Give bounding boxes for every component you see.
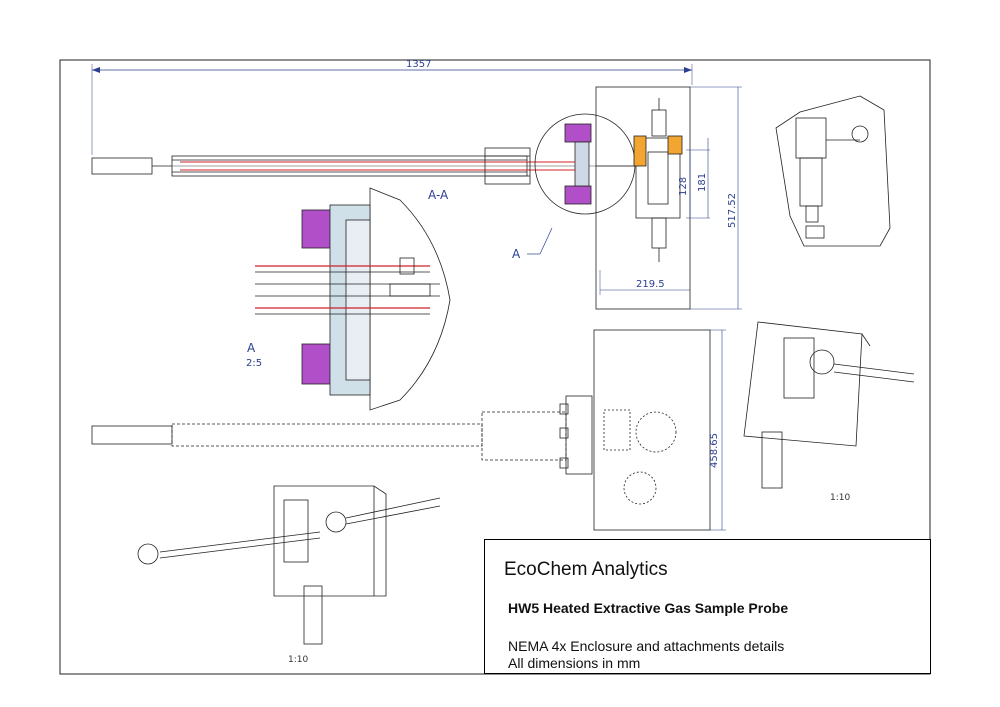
detail-callout-label: A (512, 247, 521, 261)
dim-219: 219.5 (636, 279, 665, 290)
front-view-middle (91, 329, 726, 531)
title-block: EcoChem Analytics HW5 Heated Extractive … (484, 539, 931, 674)
dim-458: 458.65 (709, 433, 720, 468)
top-view (91, 64, 742, 310)
isometric-view-bottom-left (137, 485, 441, 645)
scale-label-bottom: 1:10 (288, 655, 308, 665)
dim-128: 128 (678, 177, 689, 196)
isometric-view-right (743, 321, 915, 489)
dim-517: 517.52 (727, 193, 738, 228)
dim-overall-length: 1357 (406, 59, 431, 70)
detail-view-scale: 2:5 (246, 358, 262, 369)
section-label: A-A (428, 188, 449, 202)
scale-label-right: 1:10 (830, 493, 850, 503)
isometric-view-top-right (775, 95, 891, 247)
drawing-frame (59, 59, 931, 675)
description-line-2: All dimensions in mm (508, 655, 641, 671)
company-name: EcoChem Analytics (504, 559, 668, 580)
product-name: HW5 Heated Extractive Gas Sample Probe (508, 600, 789, 616)
detail-view-a (255, 187, 451, 411)
description-line-1: NEMA 4x Enclosure and attachments detail… (508, 638, 785, 654)
detail-view-label: A (247, 341, 256, 355)
dim-181: 181 (697, 173, 708, 192)
